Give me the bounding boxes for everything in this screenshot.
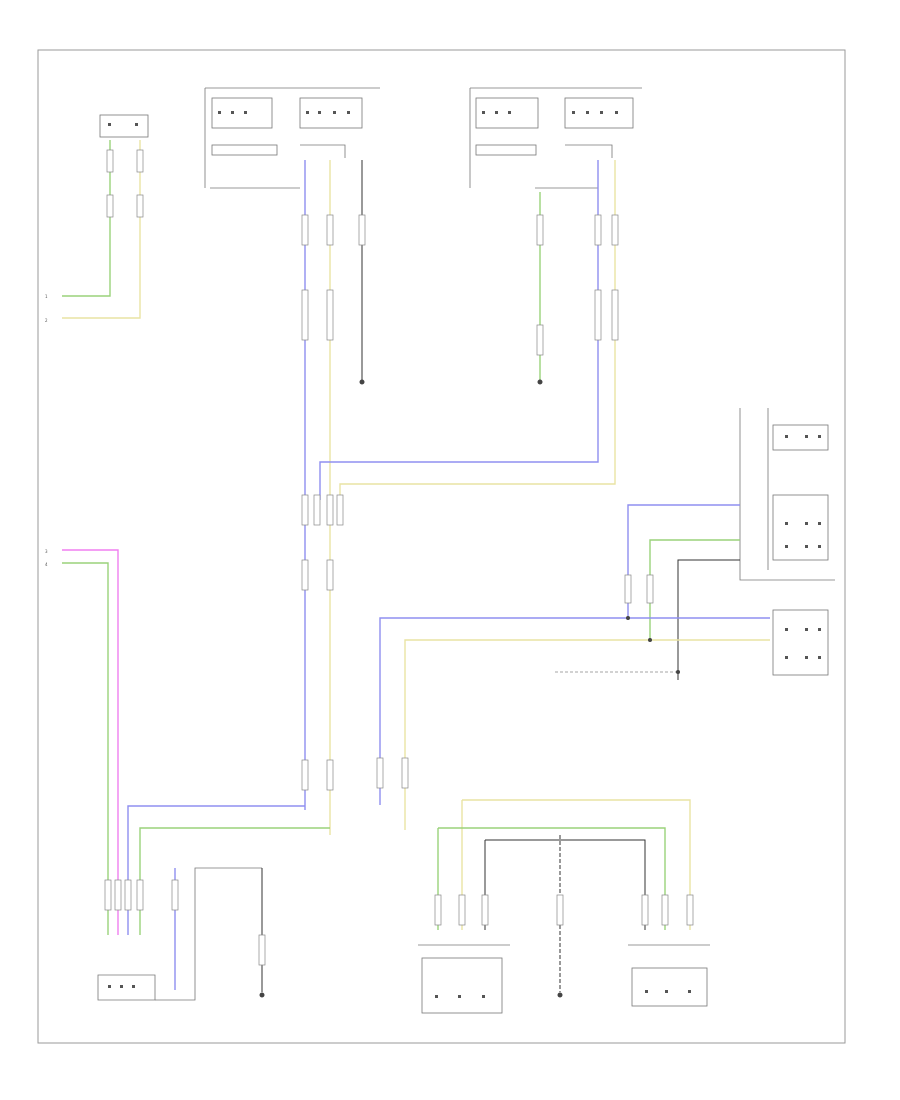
bottom-wire-segments	[434, 894, 694, 926]
splice-dots	[626, 616, 680, 674]
right-lamp-connector	[772, 609, 829, 676]
diagram-border	[37, 49, 846, 1044]
ground-g-bottom-icon	[259, 992, 265, 998]
park-aid-sensor	[99, 114, 149, 138]
ground-g-left-icon	[359, 379, 365, 385]
left-hid-module	[204, 87, 380, 189]
right-side-wires	[379, 504, 770, 830]
right-hid-module	[469, 87, 642, 189]
ref-marker-4: 4	[45, 562, 48, 567]
bottom-left-module	[97, 867, 262, 1001]
sensor-wire-segments	[106, 149, 144, 218]
right-switch-connector	[739, 408, 835, 581]
right-hid-wire-segments	[536, 214, 619, 356]
right-side-wire-segments	[376, 574, 654, 789]
ground-g-bottom-center-icon	[557, 992, 563, 998]
left-feed-wires	[62, 549, 330, 935]
ground-g-mid-left-icon	[537, 379, 543, 385]
ref-marker-1: 1	[45, 294, 48, 299]
right-hid-wires	[319, 160, 616, 520]
sensor-wires	[62, 140, 141, 319]
headlamp-left	[418, 944, 510, 1014]
left-hid-wire-segments	[301, 214, 366, 341]
ref-marker-3: 3	[45, 549, 48, 554]
center-splice-block	[301, 494, 344, 791]
headlamp-right	[628, 944, 710, 1007]
ref-marker-2: 2	[45, 318, 48, 323]
bottom-left-ground	[258, 868, 266, 998]
left-hid-wires	[304, 160, 363, 835]
